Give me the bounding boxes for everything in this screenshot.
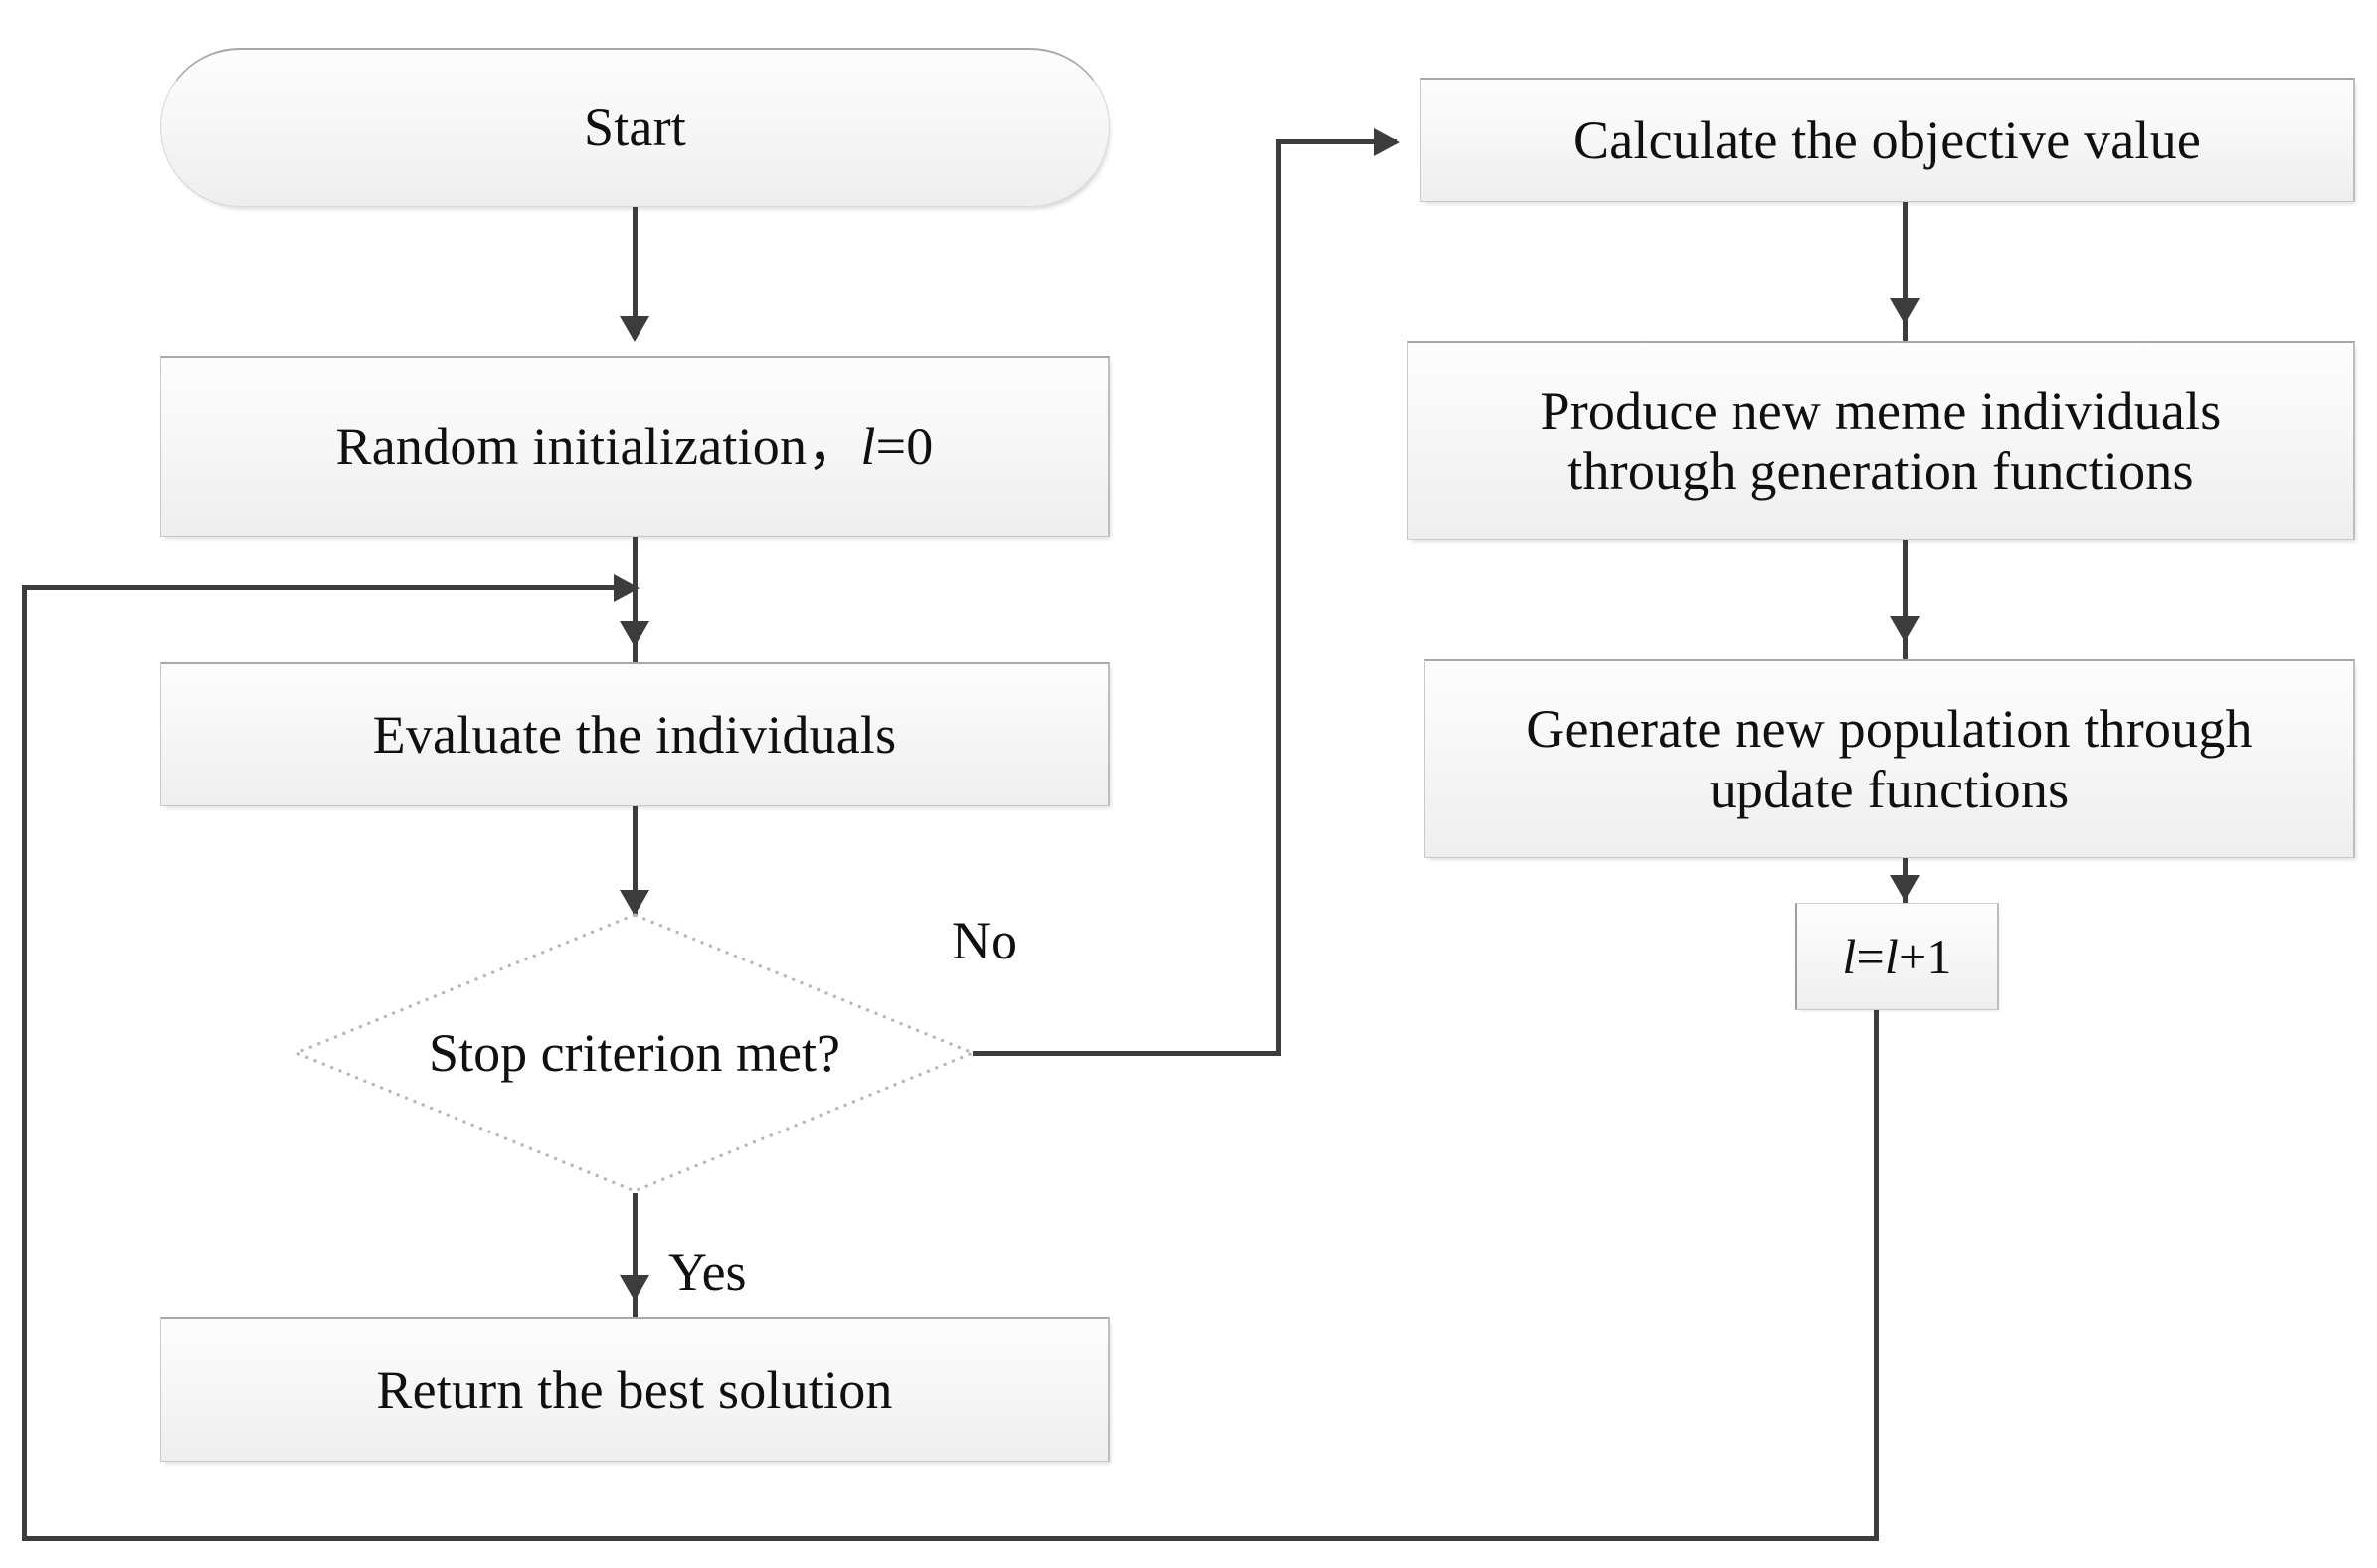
random-init-suffix: =0 (875, 417, 934, 477)
edge-loop-right-vertical (1874, 1010, 1879, 1540)
node-start[interactable]: Start (160, 48, 1110, 207)
edge-decision-yes-line (633, 1193, 638, 1320)
increment-var1: l (1842, 929, 1857, 984)
edge-calculate-to-produce-line (1903, 202, 1908, 343)
random-init-var: l (860, 417, 876, 477)
produce-meme-line2: through generation functions (1567, 440, 2194, 501)
node-return-best-solution-label: Return the best solution (376, 1359, 893, 1420)
random-init-prefix: Random initialization， (335, 417, 861, 477)
node-random-initialization[interactable]: Random initialization，l=0 (160, 356, 1110, 537)
edge-generate-to-increment-arrowhead (1890, 875, 1920, 901)
edge-evaluate-to-decision-line (633, 806, 638, 916)
increment-var2: l (1884, 929, 1899, 984)
edge-label-yes: Yes (668, 1242, 747, 1302)
node-increment-counter-label: l=l+1 (1842, 929, 1951, 984)
node-generate-new-population[interactable]: Generate new population through update f… (1424, 659, 2355, 858)
node-generate-new-population-label: Generate new population through update f… (1526, 699, 2252, 819)
edge-decision-no-segment-horizontal (973, 1051, 1281, 1056)
edge-start-to-random-init-line (633, 207, 638, 324)
node-evaluate-individuals[interactable]: Evaluate the individuals (160, 662, 1110, 806)
generate-population-line2: update functions (1709, 759, 2070, 819)
edge-loop-left-vertical (22, 585, 27, 1541)
increment-eq: = (1856, 929, 1885, 984)
edge-loop-bottom-horizontal (22, 1536, 1879, 1541)
node-produce-meme-individuals[interactable]: Produce new meme individuals through gen… (1407, 341, 2355, 540)
diamond-shape-icon (294, 913, 975, 1193)
edge-start-to-random-init-arrowhead (620, 316, 649, 342)
edge-produce-to-generate-line (1903, 540, 1908, 661)
edge-loop-arrowhead (614, 574, 640, 602)
node-stop-criterion[interactable]: Stop criterion met? (294, 913, 975, 1193)
node-start-label: Start (584, 97, 686, 158)
edge-produce-to-generate-arrowhead (1890, 616, 1920, 642)
node-produce-meme-individuals-label: Produce new meme individuals through gen… (1541, 381, 2222, 501)
edge-random-init-to-evaluate-arrowhead (620, 621, 649, 647)
edge-label-no: No (952, 911, 1017, 970)
node-return-best-solution[interactable]: Return the best solution (160, 1317, 1110, 1462)
edge-calculate-to-produce-arrowhead (1890, 298, 1920, 324)
node-increment-counter[interactable]: l=l+1 (1795, 903, 1999, 1010)
increment-plus: +1 (1898, 929, 1952, 984)
edge-decision-yes-arrowhead (620, 1275, 649, 1301)
node-calculate-objective-value-label: Calculate the objective value (1572, 109, 2202, 170)
node-evaluate-individuals-label: Evaluate the individuals (372, 704, 897, 765)
node-stop-criterion-label: Stop criterion met? (429, 1023, 840, 1083)
edge-decision-no-arrowhead (1374, 128, 1400, 156)
edge-loop-top-horizontal (22, 585, 627, 590)
node-calculate-objective-value[interactable]: Calculate the objective value (1420, 78, 2355, 202)
generate-population-line1: Generate new population through (1526, 699, 2253, 760)
edge-evaluate-to-decision-arrowhead (620, 890, 649, 916)
node-random-initialization-label: Random initialization，l=0 (336, 417, 934, 476)
produce-meme-line1: Produce new meme individuals (1540, 381, 2222, 441)
edge-decision-no-segment-vertical (1276, 139, 1281, 1056)
edge-decision-no-segment-into-calculate (1276, 139, 1397, 144)
